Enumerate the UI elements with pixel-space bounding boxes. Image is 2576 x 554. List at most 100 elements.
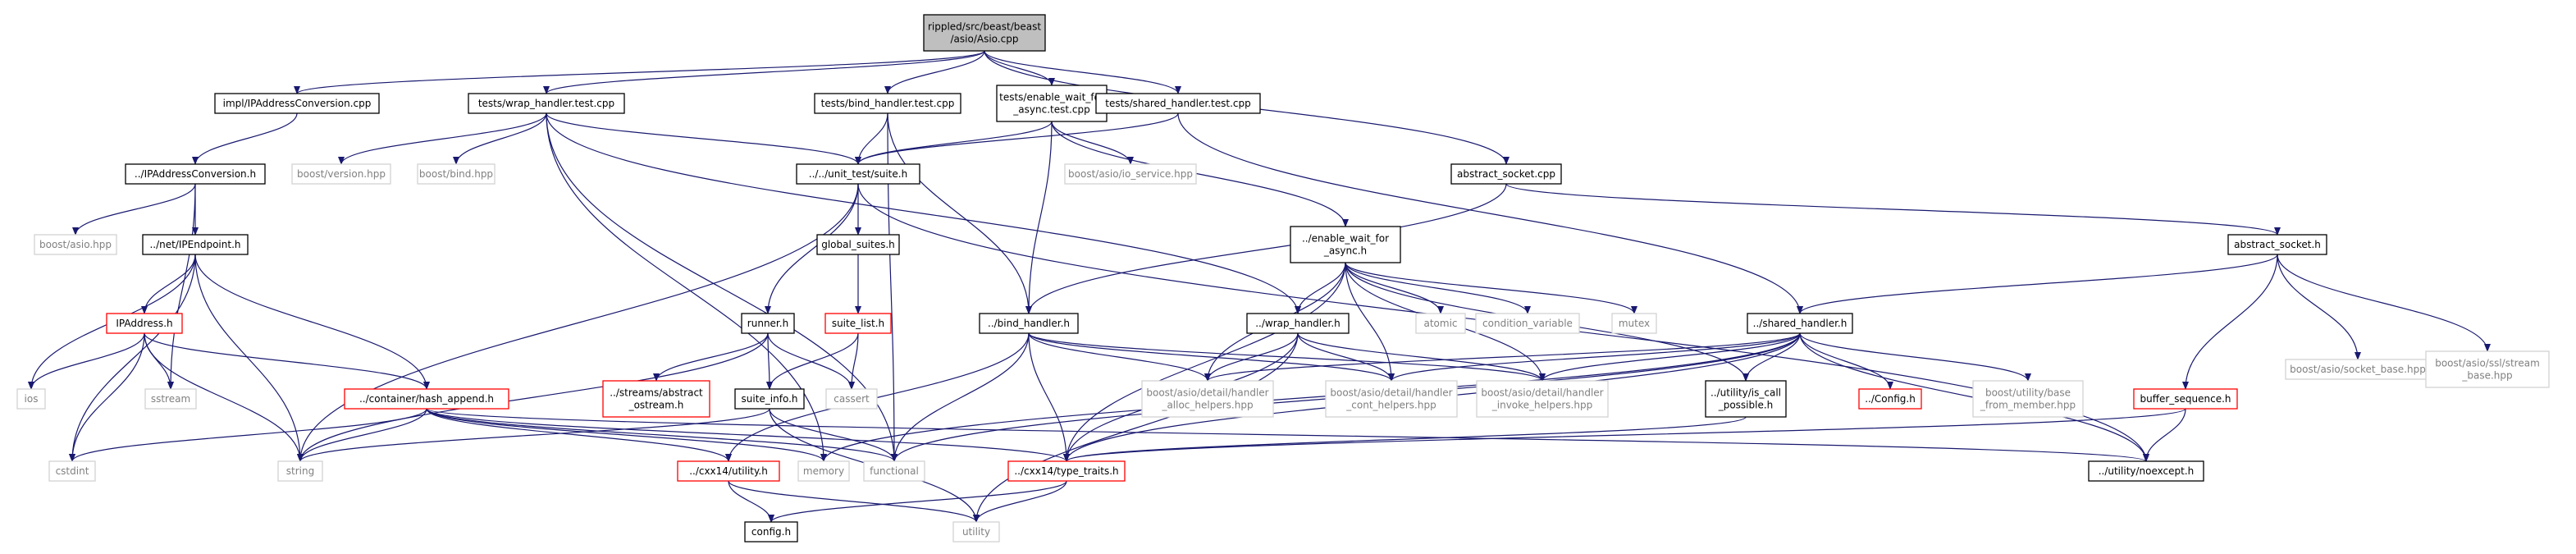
node-label: ../Config.h: [1865, 393, 1916, 405]
node-box: [952, 521, 1000, 543]
node-cont_helpers: boost/asio/detail/handler_cont_helpers.h…: [1325, 380, 1458, 418]
node-global_suites[interactable]: global_suites.h: [816, 234, 900, 255]
node-hash_append[interactable]: ../container/hash_append.h: [344, 388, 509, 410]
edge-hash_append-to-noexcept: [426, 408, 2149, 462]
edge-enable_wait_test-to-bind_handler_h: [1025, 121, 1053, 314]
node-label: /asio/Asio.cpp: [951, 34, 1019, 45]
node-wrap_handler_test[interactable]: tests/wrap_handler.test.cpp: [468, 93, 625, 114]
node-suite_h[interactable]: ../../unit_test/suite.h: [796, 163, 920, 185]
node-box: [797, 460, 850, 482]
node-shared_handler_h[interactable]: ../shared_handler.h: [1747, 313, 1853, 334]
node-cxx14_utility[interactable]: ../cxx14/utility.h: [677, 460, 780, 482]
node-box: [277, 460, 323, 482]
node-box: [468, 93, 625, 114]
node-box: [1141, 380, 1274, 418]
edge-wrap_handler_h-to-cont_helpers: [1297, 332, 1395, 382]
node-label: suite_list.h: [832, 318, 884, 329]
node-label: config.h: [751, 526, 791, 538]
edge-type_traits-to-config_h2: [768, 480, 1067, 523]
node-label: cassert: [834, 393, 870, 405]
node-box: [48, 460, 96, 482]
node-label: condition_variable: [1482, 318, 1573, 329]
edge-ipendpoint_h-to-ipaddress_h: [141, 254, 196, 314]
edge-enable_wait_test-to-suite_h: [855, 121, 1053, 165]
node-memory: memory: [797, 460, 850, 482]
node-bind_handler_test[interactable]: tests/bind_handler.test.cpp: [814, 93, 961, 114]
node-box: [106, 313, 183, 334]
edge-bind_handler_h-to-cxx14_utility: [725, 332, 1030, 462]
node-box: [996, 85, 1108, 122]
edge-enable_wait_test-to-enable_wait_h: [1051, 121, 1349, 227]
edge-hash_append-to-cxx14_utility: [426, 408, 732, 462]
node-runner_h[interactable]: runner.h: [741, 313, 795, 334]
node-label: _from_member.hpp: [1980, 400, 2076, 411]
node-ipendpoint_h[interactable]: ../net/IPEndpoint.h: [142, 234, 249, 255]
edge-runner_h-to-suite_info: [765, 332, 773, 390]
edge-abstract_socket_h-to-ssl_stream: [2277, 254, 2491, 352]
node-ipaddress_h[interactable]: IPAddress.h: [106, 313, 183, 334]
node-ssl_stream: boost/asio/ssl/stream_base.hpp: [2425, 350, 2550, 388]
node-impl_ipaddrconv_cpp[interactable]: impl/IPAddressConversion.cpp: [214, 93, 380, 114]
edge-wrap_handler_h-to-utility: [973, 332, 1299, 523]
node-suite_list_h[interactable]: suite_list.h: [824, 313, 892, 334]
node-abstract_socket_cpp[interactable]: abstract_socket.cpp: [1450, 163, 1562, 185]
node-box: [814, 93, 961, 114]
node-label: boost/version.hpp: [297, 168, 386, 180]
node-label: ../utility/noexcept.h: [2099, 465, 2195, 477]
node-label: boost/asio.hpp: [39, 239, 112, 250]
node-boost_version: boost/version.hpp: [291, 163, 391, 185]
node-suite_info[interactable]: suite_info.h: [734, 388, 805, 410]
node-abstract_socket_h[interactable]: abstract_socket.h: [2227, 234, 2327, 255]
node-label: ../cxx14/utility.h: [689, 465, 768, 477]
node-wrap_handler_h[interactable]: ../wrap_handler.h: [1246, 313, 1350, 334]
node-bind_handler_h[interactable]: ../bind_handler.h: [979, 313, 1079, 334]
node-box: [825, 388, 878, 410]
node-asio_cpp[interactable]: rippled/src/beast/beast/asio/Asio.cpp: [923, 14, 1046, 52]
edge-shared_handler_h-to-is_call_possible: [1742, 332, 1801, 382]
node-abstract_ostream[interactable]: ../streams/abstract_ostream.h: [602, 380, 710, 418]
edge-wrap_handler_test-to-memory: [546, 112, 827, 462]
edge-enable_wait_h-to-wrap_handler_h: [1295, 262, 1346, 314]
node-shared_handler_test[interactable]: tests/shared_handler.test.cpp: [1095, 93, 1261, 114]
edge-suite_h-to-string: [297, 183, 859, 462]
edge-ipaddrconv_h-to-boost_asio: [72, 183, 196, 236]
node-buffer_sequence[interactable]: buffer_sequence.h: [2133, 388, 2238, 410]
node-box: [1290, 226, 1401, 263]
node-box: [1972, 380, 2084, 418]
node-type_traits[interactable]: ../cxx14/type_traits.h: [1007, 460, 1126, 482]
node-label: tests/shared_handler.test.cpp: [1105, 98, 1250, 109]
node-string: string: [277, 460, 323, 482]
node-is_call_possible[interactable]: ../utility/is_call_possible.h: [1705, 380, 1787, 418]
node-label: IPAddress.h: [116, 318, 172, 329]
node-enable_wait_test[interactable]: tests/enable_wait_for_async.test.cpp: [996, 85, 1108, 122]
edge-shared_handler_h-to-base_from_member: [1799, 332, 2031, 382]
node-cassert: cassert: [825, 388, 878, 410]
node-box: [1325, 380, 1458, 418]
edge-shared_handler_h-to-memory: [820, 332, 1801, 462]
node-label: _async.test.cpp: [1012, 104, 1089, 116]
node-enable_wait_h[interactable]: ../enable_wait_for_async.h: [1290, 226, 1401, 263]
node-ipaddrconv_h[interactable]: ../IPAddressConversion.h: [125, 163, 266, 185]
node-config_h[interactable]: ../Config.h: [1858, 388, 1922, 410]
node-label: abstract_socket.cpp: [1457, 168, 1555, 180]
node-box: [741, 313, 795, 334]
node-config_h2[interactable]: config.h: [744, 521, 798, 543]
node-label: buffer_sequence.h: [2140, 393, 2231, 405]
node-box: [2088, 460, 2204, 482]
node-label: mutex: [1619, 318, 1650, 329]
node-label: ../utility/is_call: [1710, 387, 1781, 399]
node-box: [142, 234, 249, 255]
edge-impl_ipaddrconv_cpp-to-ipaddrconv_h: [192, 112, 298, 165]
node-noexcept[interactable]: ../utility/noexcept.h: [2088, 460, 2204, 482]
node-box: [125, 163, 266, 185]
edge-suite_list_h-to-suite_info: [766, 332, 859, 390]
node-box: [2425, 350, 2550, 388]
edge-hash_append-to-string: [297, 408, 427, 462]
node-label: ios: [25, 393, 39, 405]
node-label: ../shared_handler.h: [1753, 318, 1848, 329]
node-label: boost/asio/detail/handler: [1481, 387, 1603, 399]
node-label: tests/bind_handler.test.cpp: [821, 98, 955, 109]
node-label: ../cxx14/type_traits.h: [1014, 465, 1118, 477]
edge-bind_handler_h-to-invoke_helpers: [1028, 332, 1546, 382]
node-box: [602, 380, 710, 418]
